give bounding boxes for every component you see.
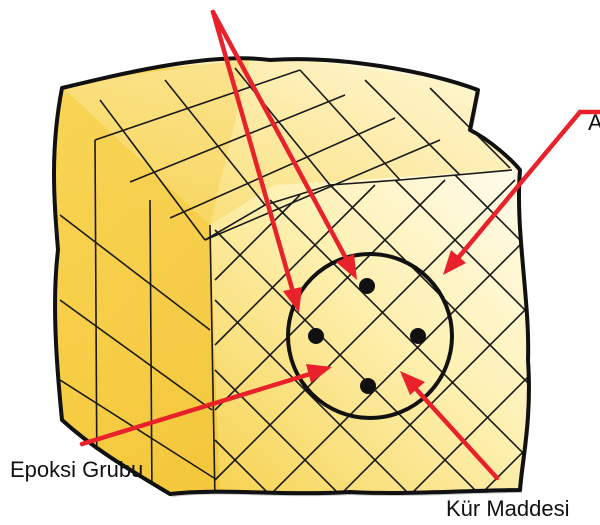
label-top-right-partial: A	[588, 110, 600, 135]
arrow-top-right	[443, 109, 600, 275]
label-epoxy-group: Epoksi Grubu	[10, 457, 143, 482]
block-top-face	[60, 58, 512, 225]
arrow-epoxy-group	[79, 364, 332, 447]
crosslink-node-bottom	[360, 378, 376, 394]
crosslink-node-left	[308, 328, 324, 344]
arrow-curing-agent	[400, 371, 500, 481]
crosslink-node-right	[410, 328, 426, 344]
pointer-arrows	[79, 9, 600, 481]
arrow-top-to-node-left	[210, 9, 302, 313]
crosslink-node-top	[359, 278, 375, 294]
block-outline	[52, 56, 531, 496]
label-curing-agent: Kür Maddesi	[446, 496, 570, 521]
arrow-top-to-node-top	[210, 9, 357, 280]
block-front-face	[210, 170, 529, 494]
magnifier-circle	[286, 252, 454, 420]
crosslink-detail	[286, 252, 454, 420]
